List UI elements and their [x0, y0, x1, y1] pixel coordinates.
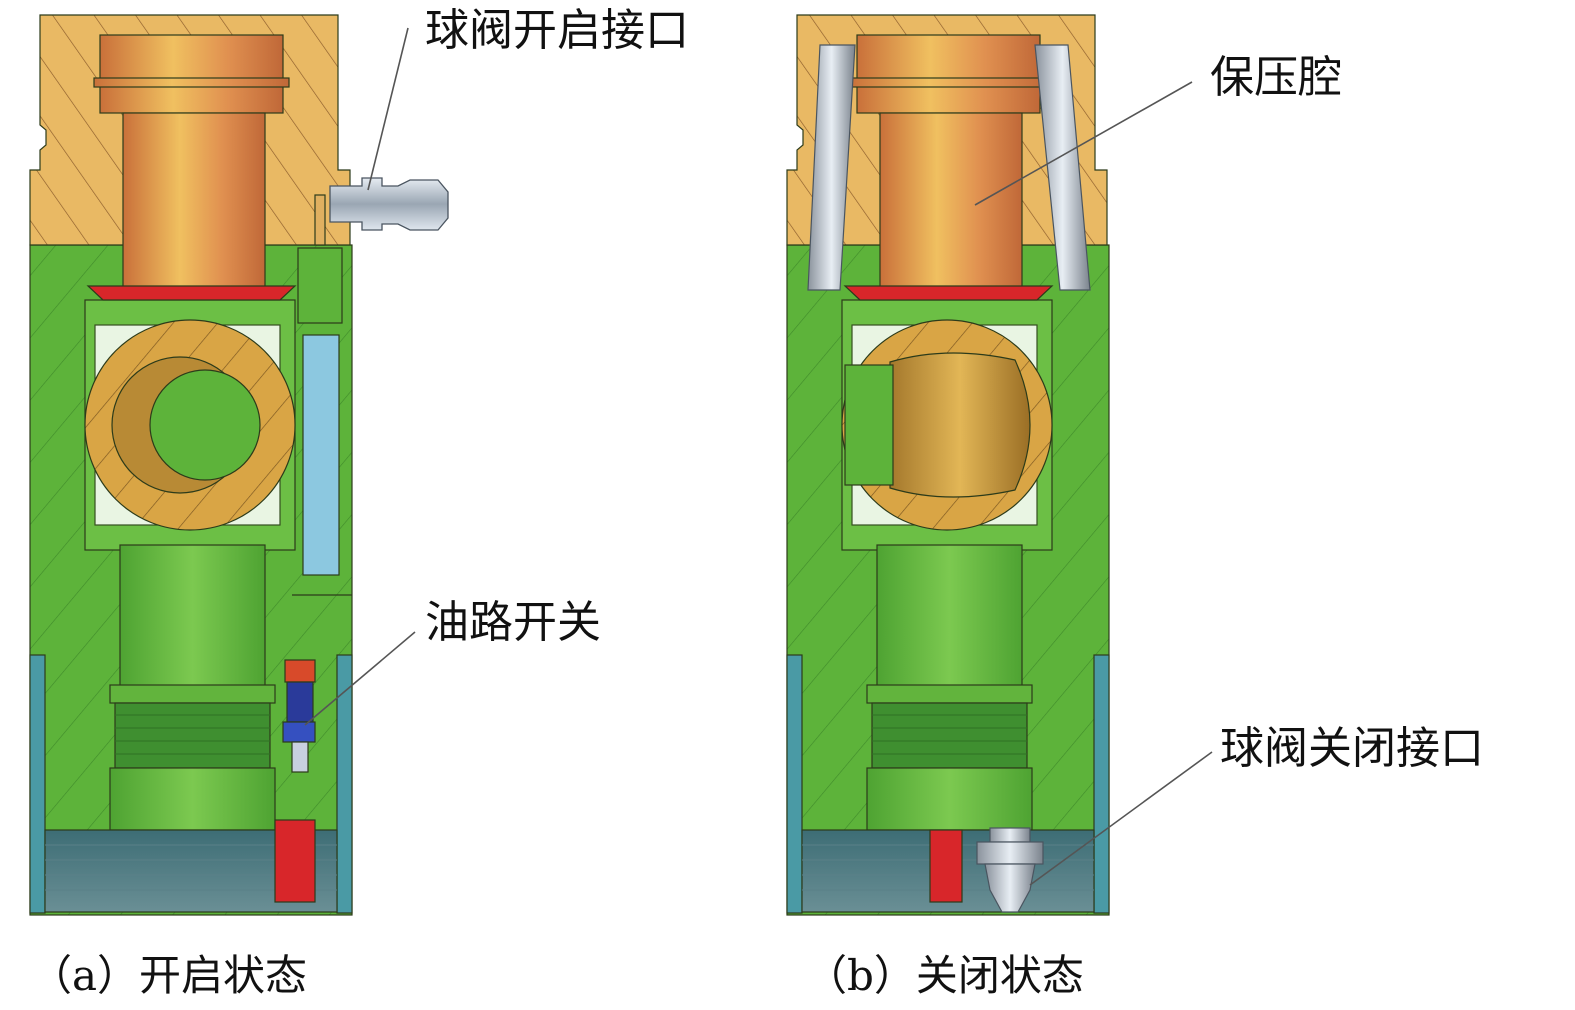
caption-b: （b）关闭状态 [805, 951, 1084, 1000]
leader-line [1029, 751, 1213, 886]
leader-line [304, 631, 416, 726]
valve-open-state: 球阀开启接口 油路开关 （a）开启状态 [29, 5, 689, 1000]
label-open-port: 球阀开启接口 [425, 5, 689, 56]
leader-line [974, 81, 1193, 206]
open-port-fitting [314, 177, 449, 246]
leader-line [367, 27, 409, 191]
oil-switch [274, 659, 316, 903]
pressure-rod [1034, 44, 1091, 291]
label-close-port: 球阀关闭接口 [1220, 723, 1484, 774]
close-port-fitting [976, 827, 1044, 913]
pressure-rod [807, 44, 856, 291]
label-pressure-chamber: 保压腔 [1210, 52, 1342, 103]
oil-channel [302, 334, 340, 576]
caption-a: （a）开启状态 [30, 951, 307, 1000]
valve-closed-state: 保压腔 球阀关闭接口 （b）关闭状态 [786, 14, 1484, 1000]
label-oil-switch: 油路开关 [425, 597, 601, 648]
red-plug [274, 819, 316, 903]
red-plug [929, 829, 963, 903]
ball-bore [149, 369, 261, 481]
